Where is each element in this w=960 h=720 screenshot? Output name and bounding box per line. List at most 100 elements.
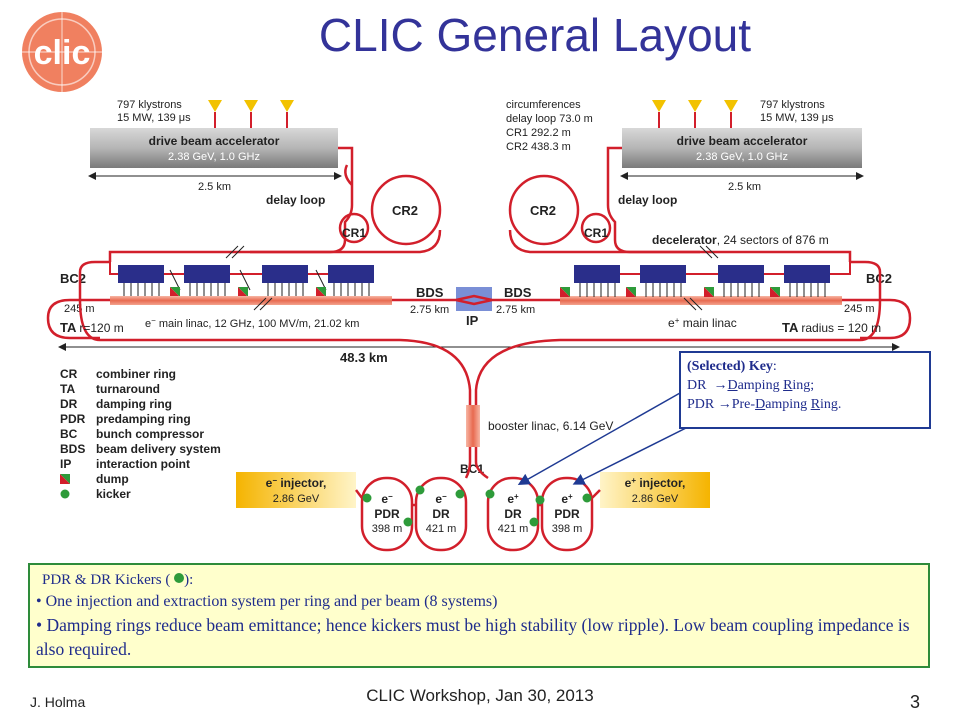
key-dr: DR →Damping Ring; bbox=[687, 376, 923, 395]
left-drive-beam-energy: 2.38 GeV, 1.0 GHz bbox=[168, 151, 260, 163]
key-dr-t2: ing; bbox=[792, 378, 815, 393]
decelerator-sector bbox=[118, 265, 164, 283]
kicker-icon bbox=[60, 489, 70, 499]
sector-feed-connectors bbox=[109, 262, 328, 275]
legend-desc: bunch compressor bbox=[96, 427, 204, 441]
legend-desc: damping ring bbox=[96, 397, 172, 411]
ring-name: PDR bbox=[554, 507, 580, 521]
decelerator-detail: , 24 sectors of 876 m bbox=[717, 233, 829, 247]
key-pdr-t2: ing. bbox=[820, 397, 842, 412]
right-delay-loop-label: delay loop bbox=[618, 193, 677, 207]
key-dr-u2: R bbox=[783, 378, 793, 393]
left-cr2-ring bbox=[370, 174, 442, 246]
footer-event: CLIC Workshop, Jan 30, 2013 bbox=[366, 686, 594, 705]
legend-desc: turnaround bbox=[96, 382, 160, 396]
legend-desc: kicker bbox=[96, 487, 131, 501]
left-injector-particle: e bbox=[266, 476, 273, 490]
right-injector-energy: 2.86 GeV bbox=[632, 493, 679, 505]
sector-feed-connectors bbox=[620, 262, 851, 275]
left-linac-charge: − bbox=[151, 316, 156, 325]
left-injector-charge: − bbox=[272, 476, 277, 485]
dump-icon bbox=[704, 287, 714, 297]
key-title: (Selected) Key: bbox=[687, 357, 923, 376]
ring-label: e− bbox=[435, 492, 447, 507]
key-title-key: Key bbox=[748, 359, 773, 374]
booster-linac-label: booster linac, 6.14 GeV bbox=[488, 419, 613, 433]
right-injector-particle: e bbox=[625, 476, 632, 490]
ring-name: PDR bbox=[374, 507, 400, 521]
total-length-label: 48.3 km bbox=[340, 350, 388, 365]
left-cr-connection bbox=[250, 229, 442, 254]
left-ta-loop bbox=[46, 298, 110, 340]
circumferences-delay: delay loop 73.0 m bbox=[506, 113, 593, 125]
damping-rings: e− PDR 398 m e− DR 421 m e+ DR 421 m e+ … bbox=[355, 461, 601, 552]
key-dr-u1: D bbox=[727, 378, 738, 393]
sector-feed-lines bbox=[123, 283, 370, 297]
ring-charge: + bbox=[514, 492, 519, 501]
kicker-icon bbox=[403, 517, 413, 527]
circumferences-cr2: CR2 438.3 m bbox=[506, 141, 571, 153]
circumferences-cr1: CR1 292.2 m bbox=[506, 127, 571, 139]
notes-heading: PDR & DR Kickers ( ): bbox=[36, 569, 922, 591]
left-injector bbox=[236, 472, 356, 508]
ring-charge: − bbox=[388, 492, 393, 501]
decelerator-sector bbox=[262, 265, 308, 283]
legend-abbr: CR bbox=[60, 367, 78, 381]
ring-charge: + bbox=[568, 492, 573, 501]
ring-connectors bbox=[355, 461, 601, 507]
legend-desc: beam delivery system bbox=[96, 442, 221, 456]
legend-desc: dump bbox=[96, 472, 129, 486]
right-ta-abbr: TA bbox=[782, 320, 799, 335]
left-delay-loop-label: delay loop bbox=[266, 193, 325, 207]
left-length-label: 2.5 km bbox=[198, 181, 231, 193]
ring-track bbox=[486, 476, 540, 552]
kicker-icon bbox=[415, 485, 425, 495]
left-ta-abbr: TA bbox=[60, 320, 77, 335]
key-box: (Selected) Key: DR →Damping Ring; PDR →P… bbox=[679, 351, 931, 429]
right-drive-beam-accelerator bbox=[622, 128, 862, 168]
decelerator-word: decelerator bbox=[652, 233, 717, 247]
kicker-dot-icon bbox=[174, 572, 185, 583]
left-decelerator-sectors bbox=[109, 262, 374, 297]
logo-text: clic bbox=[34, 34, 91, 72]
right-cr1-label: CR1 bbox=[584, 226, 608, 240]
legend: CR combiner ring TA turnaround DR dampin… bbox=[60, 367, 221, 501]
left-bds-length: 2.75 km bbox=[410, 304, 449, 316]
left-cr1-ring bbox=[338, 212, 370, 244]
ring-label: e+ bbox=[561, 492, 573, 507]
key-title-colon: : bbox=[772, 359, 777, 374]
decelerator-label: decelerator, 24 sectors of 876 m bbox=[652, 233, 829, 247]
ring-particle: e bbox=[561, 492, 568, 506]
left-bc2-label: BC2 bbox=[60, 271, 86, 286]
right-bds-label: BDS bbox=[504, 285, 532, 300]
left-cr1-label: CR1 bbox=[342, 226, 366, 240]
right-linac-particle: e bbox=[668, 316, 675, 330]
kicker-icon bbox=[485, 489, 495, 499]
legend-abbr: IP bbox=[60, 457, 71, 471]
key-dr-abbr: DR bbox=[687, 378, 714, 393]
ip-label: IP bbox=[466, 313, 479, 328]
ring-name: DR bbox=[504, 507, 522, 521]
legend-abbr: DR bbox=[60, 397, 78, 411]
klystron-icon bbox=[280, 100, 294, 128]
right-klystrons-line1: 797 klystrons bbox=[760, 99, 825, 111]
klystron-icon bbox=[208, 100, 222, 128]
ring-length: 398 m bbox=[552, 523, 583, 535]
right-klystrons: 797 klystrons 15 MW, 139 μs bbox=[652, 99, 834, 128]
booster-linac bbox=[466, 405, 480, 447]
right-injector-line1: e+ injector, bbox=[625, 476, 686, 491]
right-injector-text: injector, bbox=[636, 476, 685, 490]
notes-bullet-1: • One injection and extraction system pe… bbox=[36, 593, 498, 610]
key-pdr-t1: amping bbox=[765, 397, 811, 412]
decelerator-sector bbox=[184, 265, 230, 283]
left-cr2-label: CR2 bbox=[392, 203, 418, 218]
right-linac-text: main linac bbox=[679, 316, 736, 330]
left-bds-label: BDS bbox=[416, 285, 444, 300]
left-klystrons: 797 klystrons 15 MW, 139 μs bbox=[117, 99, 294, 128]
right-ta-radius: radius = 120 m bbox=[801, 321, 881, 335]
ring-track bbox=[540, 476, 594, 552]
dump-icon bbox=[316, 287, 326, 297]
clic-logo: clic bbox=[22, 10, 102, 94]
